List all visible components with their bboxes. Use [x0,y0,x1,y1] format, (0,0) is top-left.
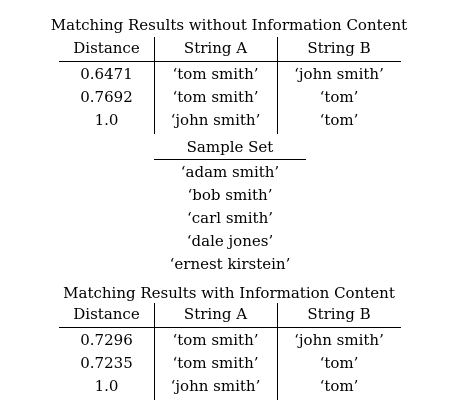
table2-cell: 0.7296 [80,331,133,349]
table-row: 1.0 ‘john smith’ ‘tom’ [59,109,401,132]
table-row: 0.6471 ‘tom smith’ ‘john smith’ [59,63,401,86]
table1-cell: ‘tom smith’ [172,88,259,106]
table1-cell: 1.0 [94,111,119,129]
list-item: ‘carl smith’ [186,209,274,227]
table2-caption: Matching Results with Information Conten… [63,284,395,302]
table2-column-rule [277,303,278,400]
table2-cell: ‘tom’ [319,354,359,372]
table1-column-rule [154,37,155,134]
list-item: ‘adam smith’ [180,163,280,181]
table1-cell: ‘john smith’ [294,65,384,83]
table2-header-string-a: String A [183,305,248,323]
table1-cell: 0.6471 [80,65,133,83]
table1-caption: Matching Results without Information Con… [50,16,408,34]
table2-cell: ‘john smith’ [170,377,261,395]
table2-cell: ‘tom smith’ [172,331,259,349]
table2-cell: ‘tom smith’ [172,354,259,372]
table1-cell: ‘tom smith’ [172,65,259,83]
table2-header-distance: Distance [73,305,140,323]
table1-cell: ‘tom’ [319,88,359,106]
sample-set-rule [154,159,306,160]
list-item: ‘ernest kirstein’ [169,255,291,273]
table2-cell: ‘tom’ [319,377,359,395]
table-row: 1.0 ‘john smith’ ‘tom’ [59,375,401,398]
list-item: ‘bob smith’ [187,186,273,204]
table2: Distance String A String B 0.7296 ‘tom s… [59,303,401,400]
table2-cell: 0.7235 [80,354,133,372]
table1-header-string-b: String B [307,39,371,57]
table2-header-rule [59,327,401,328]
list-item: ‘dale jones’ [186,232,274,250]
table1-header-distance: Distance [73,39,140,57]
table1-header-string-a: String A [183,39,248,57]
sample-set-header: Sample Set [186,138,274,156]
table1-cell: 0.7692 [80,88,133,106]
table1-cell: ‘john smith’ [170,111,261,129]
table2-header-row: Distance String A String B [59,303,401,326]
table1-cell: ‘tom’ [319,111,359,129]
table2-column-rule [154,303,155,400]
table2-cell: 1.0 [94,377,119,395]
sample-set: Sample Set ‘adam smith’ ‘bob smith’ ‘car… [154,136,306,273]
table-row: 0.7296 ‘tom smith’ ‘john smith’ [59,329,401,352]
table-row: 0.7692 ‘tom smith’ ‘tom’ [59,86,401,109]
table-row: 0.7235 ‘tom smith’ ‘tom’ [59,352,401,375]
table1: Distance String A String B 0.6471 ‘tom s… [59,37,401,134]
table2-header-string-b: String B [307,305,371,323]
table1-header-rule [59,61,401,62]
table1-header-row: Distance String A String B [59,37,401,60]
table2-cell: ‘john smith’ [294,331,384,349]
table1-column-rule [277,37,278,134]
